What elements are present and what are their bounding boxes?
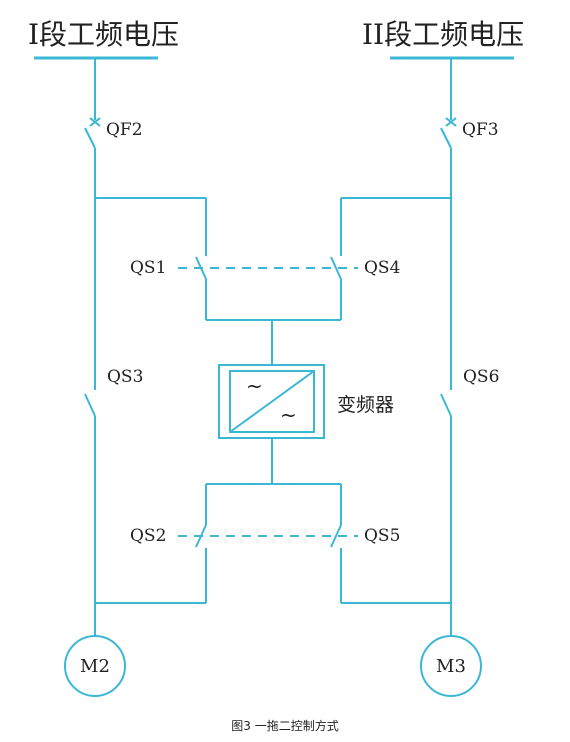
motor-m2-label: M2 <box>80 656 110 677</box>
breaker-qf2-symbol <box>84 117 101 149</box>
label-qs1: QS1 <box>130 258 166 278</box>
label-qs6: QS6 <box>463 367 499 387</box>
left-feeder <box>84 58 207 636</box>
converter-label: 变频器 <box>337 394 394 416</box>
label-qs4: QS4 <box>364 258 400 278</box>
label-qf2: QF2 <box>106 120 143 140</box>
breaker-qf3-symbol <box>440 117 457 149</box>
switch-qs6-symbol <box>440 393 452 417</box>
label-qs2: QS2 <box>130 526 166 546</box>
switch-qs5-symbol <box>330 484 342 603</box>
converter-ac-out: ~ <box>280 403 297 427</box>
motor-m3: M3 <box>420 635 482 697</box>
label-qs5: QS5 <box>364 526 400 546</box>
switch-qs3-symbol <box>84 393 96 417</box>
switch-qs2-symbol <box>195 484 207 603</box>
bus-title-left: I段工频电压 <box>28 18 179 51</box>
figure-caption: 图3 一拖二控制方式 <box>231 718 338 733</box>
converter-ac-in: ~ <box>246 374 263 398</box>
motor-m3-label: M3 <box>436 656 466 677</box>
label-qf3: QF3 <box>462 120 499 140</box>
motor-m2: M2 <box>64 635 126 697</box>
frequency-converter: ~ ~ <box>218 364 325 439</box>
switch-qs1-symbol <box>195 256 207 320</box>
switch-qs4-symbol <box>330 256 342 320</box>
right-feeder <box>340 58 457 636</box>
bus-title-right: II段工频电压 <box>362 18 524 51</box>
label-qs3: QS3 <box>107 367 143 387</box>
